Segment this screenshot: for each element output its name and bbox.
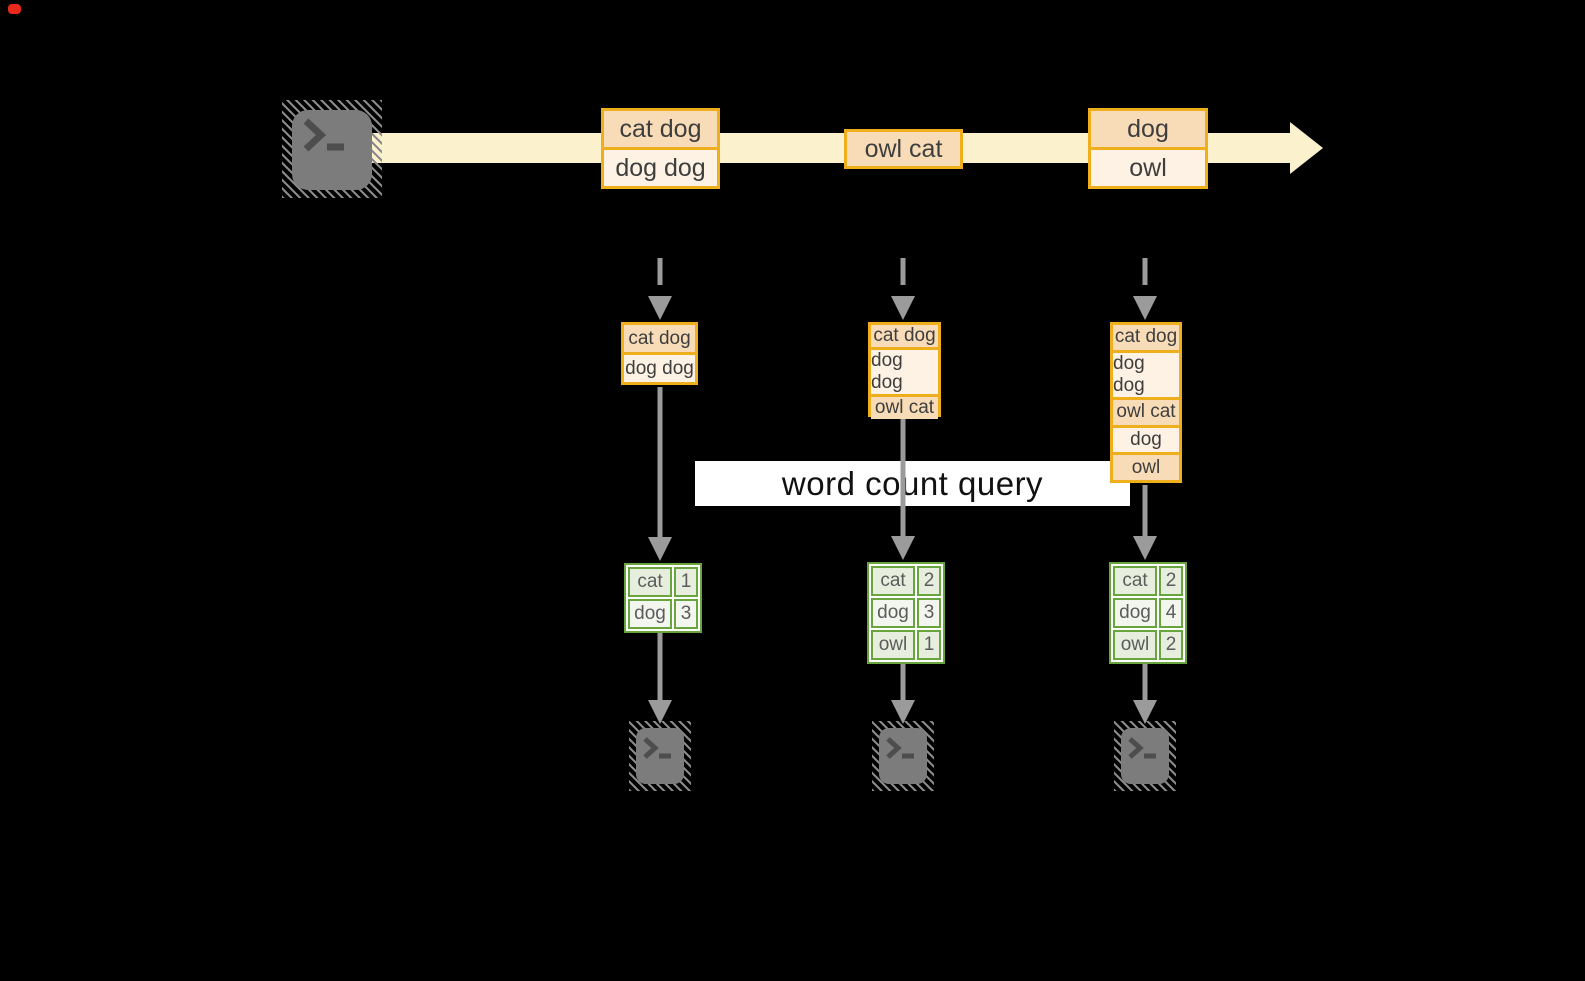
- count-value: 1: [917, 630, 941, 660]
- state-box-3: cat dog dog dog owl cat dog owl: [1110, 322, 1182, 483]
- count-table-3: cat 2 dog 4 owl 2: [1109, 562, 1187, 664]
- count-word: cat: [871, 566, 915, 596]
- stream-batch-1-row: dog dog: [604, 147, 717, 186]
- source-terminal-icon: [282, 100, 382, 198]
- state-row: owl cat: [871, 394, 938, 419]
- sink-terminal-icon-2: [872, 721, 934, 791]
- count-word: owl: [871, 630, 915, 660]
- count-value: 3: [674, 599, 698, 629]
- state-row: owl: [1113, 452, 1179, 480]
- count-value: 4: [1159, 598, 1183, 628]
- state-row: owl cat: [1113, 396, 1179, 425]
- count-row: dog 3: [871, 598, 941, 628]
- state-row: dog dog: [624, 352, 695, 382]
- count-row: dog 4: [1113, 598, 1183, 628]
- count-value: 2: [1159, 630, 1183, 660]
- sink-terminal-icon-3: [1114, 721, 1176, 791]
- count-word: dog: [871, 598, 915, 628]
- count-table-1: cat 1 dog 3: [624, 563, 702, 633]
- stream-batch-1-row: cat dog: [604, 111, 717, 147]
- stream-batch-2: owl cat: [844, 129, 963, 169]
- count-word: cat: [1113, 566, 1157, 596]
- count-row: dog 3: [628, 599, 698, 629]
- terminal-icon-body: [636, 728, 684, 784]
- count-value: 3: [917, 598, 941, 628]
- count-word: dog: [1113, 598, 1157, 628]
- terminal-prompt-icon: [303, 118, 344, 152]
- count-row: cat 1: [628, 567, 698, 597]
- state-row: cat dog: [1113, 325, 1179, 350]
- state-box-2: cat dog dog dog owl cat: [868, 322, 941, 419]
- stream-batch-3-row: owl: [1091, 147, 1205, 186]
- terminal-icon-body: [1121, 728, 1169, 784]
- stream-arrowhead: [1290, 122, 1323, 174]
- stream-batch-3: dog owl: [1088, 108, 1208, 189]
- count-row: owl 2: [1113, 630, 1183, 660]
- query-label: word count query: [695, 461, 1130, 506]
- count-word: cat: [628, 567, 672, 597]
- count-word: owl: [1113, 630, 1157, 660]
- stream-batch-3-row: dog: [1091, 111, 1205, 147]
- state-row: dog dog: [871, 347, 938, 394]
- count-value: 1: [674, 567, 698, 597]
- terminal-icon-body: [292, 110, 372, 190]
- state-row: cat dog: [871, 325, 938, 347]
- state-row: cat dog: [624, 325, 695, 352]
- red-dot: [8, 4, 21, 14]
- state-row: dog dog: [1113, 349, 1179, 397]
- stream-batch-2-row: owl cat: [847, 132, 960, 166]
- count-row: cat 2: [871, 566, 941, 596]
- state-row: dog: [1113, 424, 1179, 453]
- terminal-prompt-icon: [1128, 737, 1156, 759]
- terminal-icon-body: [879, 728, 927, 784]
- sink-terminal-icon-1: [629, 721, 691, 791]
- count-word: dog: [628, 599, 672, 629]
- count-value: 2: [1159, 566, 1183, 596]
- count-row: owl 1: [871, 630, 941, 660]
- stream-batch-1: cat dog dog dog: [601, 108, 720, 189]
- count-row: cat 2: [1113, 566, 1183, 596]
- count-table-2: cat 2 dog 3 owl 1: [867, 562, 945, 664]
- terminal-prompt-icon: [643, 737, 671, 759]
- terminal-prompt-icon: [886, 737, 914, 759]
- state-box-1: cat dog dog dog: [621, 322, 698, 385]
- count-value: 2: [917, 566, 941, 596]
